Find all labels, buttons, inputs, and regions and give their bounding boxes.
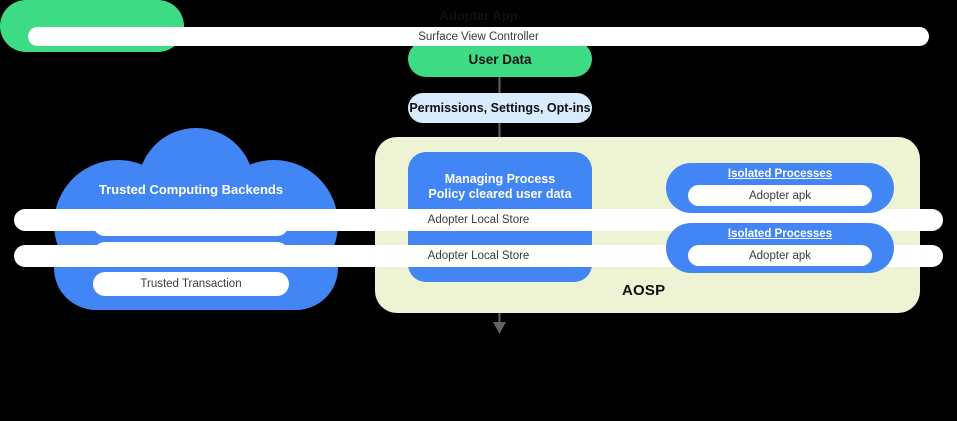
adopter-app-node[interactable]: Adopter App Surface View Controller — [0, 0, 929, 52]
adopter-app-title: Adopter App — [439, 8, 518, 23]
user-data-node[interactable]: User Data — [408, 41, 592, 77]
managing-process-title-line1: Managing Process — [444, 172, 556, 186]
isolated-process-title-1[interactable]: Isolated Processes — [727, 168, 833, 180]
cloud-item-trusted-transaction[interactable]: Trusted Transaction — [93, 272, 289, 296]
arrowhead-down-icon — [493, 322, 506, 334]
adopter-apk-1[interactable]: Adopter apk — [688, 185, 872, 206]
isolated-process-title-2[interactable]: Isolated Processes — [727, 228, 833, 240]
managing-process-title: Managing Process Policy cleared user dat… — [408, 172, 592, 202]
cloud-title: Trusted Computing Backends — [98, 182, 284, 197]
aosp-label: AOSP — [622, 282, 666, 299]
managing-process-title-line2: Policy cleared user data — [428, 187, 572, 201]
isolated-process-node-1[interactable]: Isolated Processes Adopter apk — [666, 163, 894, 213]
permissions-settings-optins-node[interactable]: Permissions, Settings, Opt-ins — [408, 93, 592, 123]
surface-view-controller[interactable]: Surface View Controller — [28, 27, 929, 46]
adopter-apk-2[interactable]: Adopter apk — [688, 245, 872, 266]
isolated-process-node-2[interactable]: Isolated Processes Adopter apk — [666, 223, 894, 273]
